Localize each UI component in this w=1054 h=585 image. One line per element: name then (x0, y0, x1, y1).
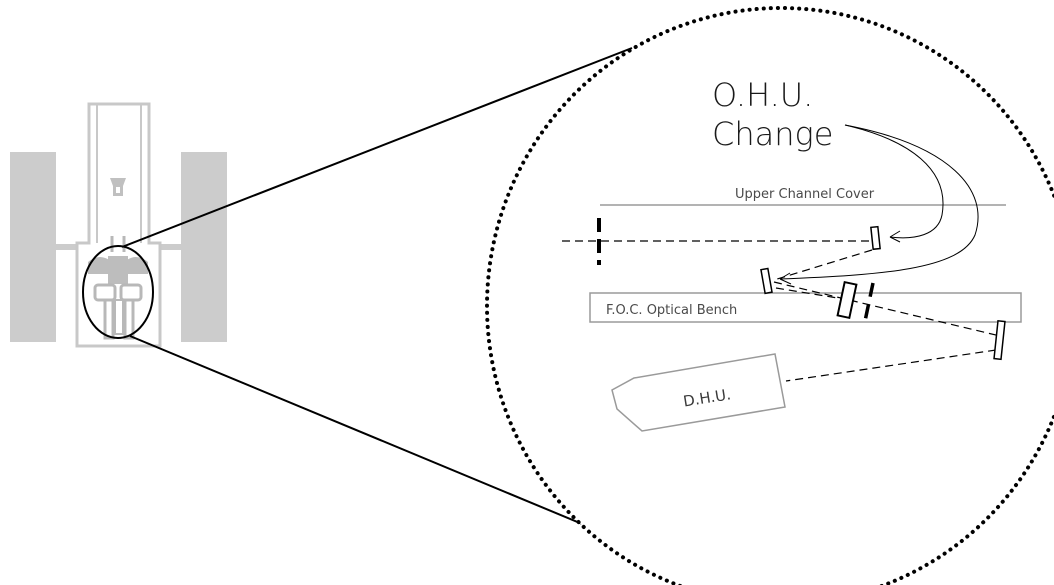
right-panel-arm (149, 244, 181, 250)
filter-element (836, 280, 858, 320)
instrument-box-right (119, 283, 143, 302)
dhu-shape (611, 353, 786, 432)
optical-path (562, 240, 1001, 382)
zoom-line-top (121, 47, 633, 248)
zoom-line-bottom (129, 335, 641, 549)
arrow-to-lower-mirror (779, 124, 979, 280)
telescope-silhouette (10, 102, 227, 348)
right-solar-panel (181, 152, 227, 342)
arrow-to-upper-mirror (844, 124, 944, 239)
baffle-icon (110, 236, 126, 252)
change-arrows (779, 124, 979, 285)
fold-mirror (993, 319, 1006, 361)
ohu-label-line1: O.H.U. (712, 76, 813, 114)
left-panel-arm (56, 244, 87, 250)
ohu-mirror-upper (870, 225, 881, 251)
left-solar-panel (10, 152, 56, 342)
upper-channel-cover-label: Upper Channel Cover (735, 187, 875, 202)
ohu-label-line2: Change (712, 115, 833, 153)
instrument-box-left (93, 283, 117, 302)
filter-stop (862, 282, 875, 327)
focus-ellipse (82, 245, 154, 339)
optical-bench-label: F.O.C. Optical Bench (606, 303, 737, 318)
ohu-mirror-lower (760, 267, 773, 295)
tube-inner-walls (96, 104, 142, 243)
optical-bench-rect (589, 292, 1022, 323)
